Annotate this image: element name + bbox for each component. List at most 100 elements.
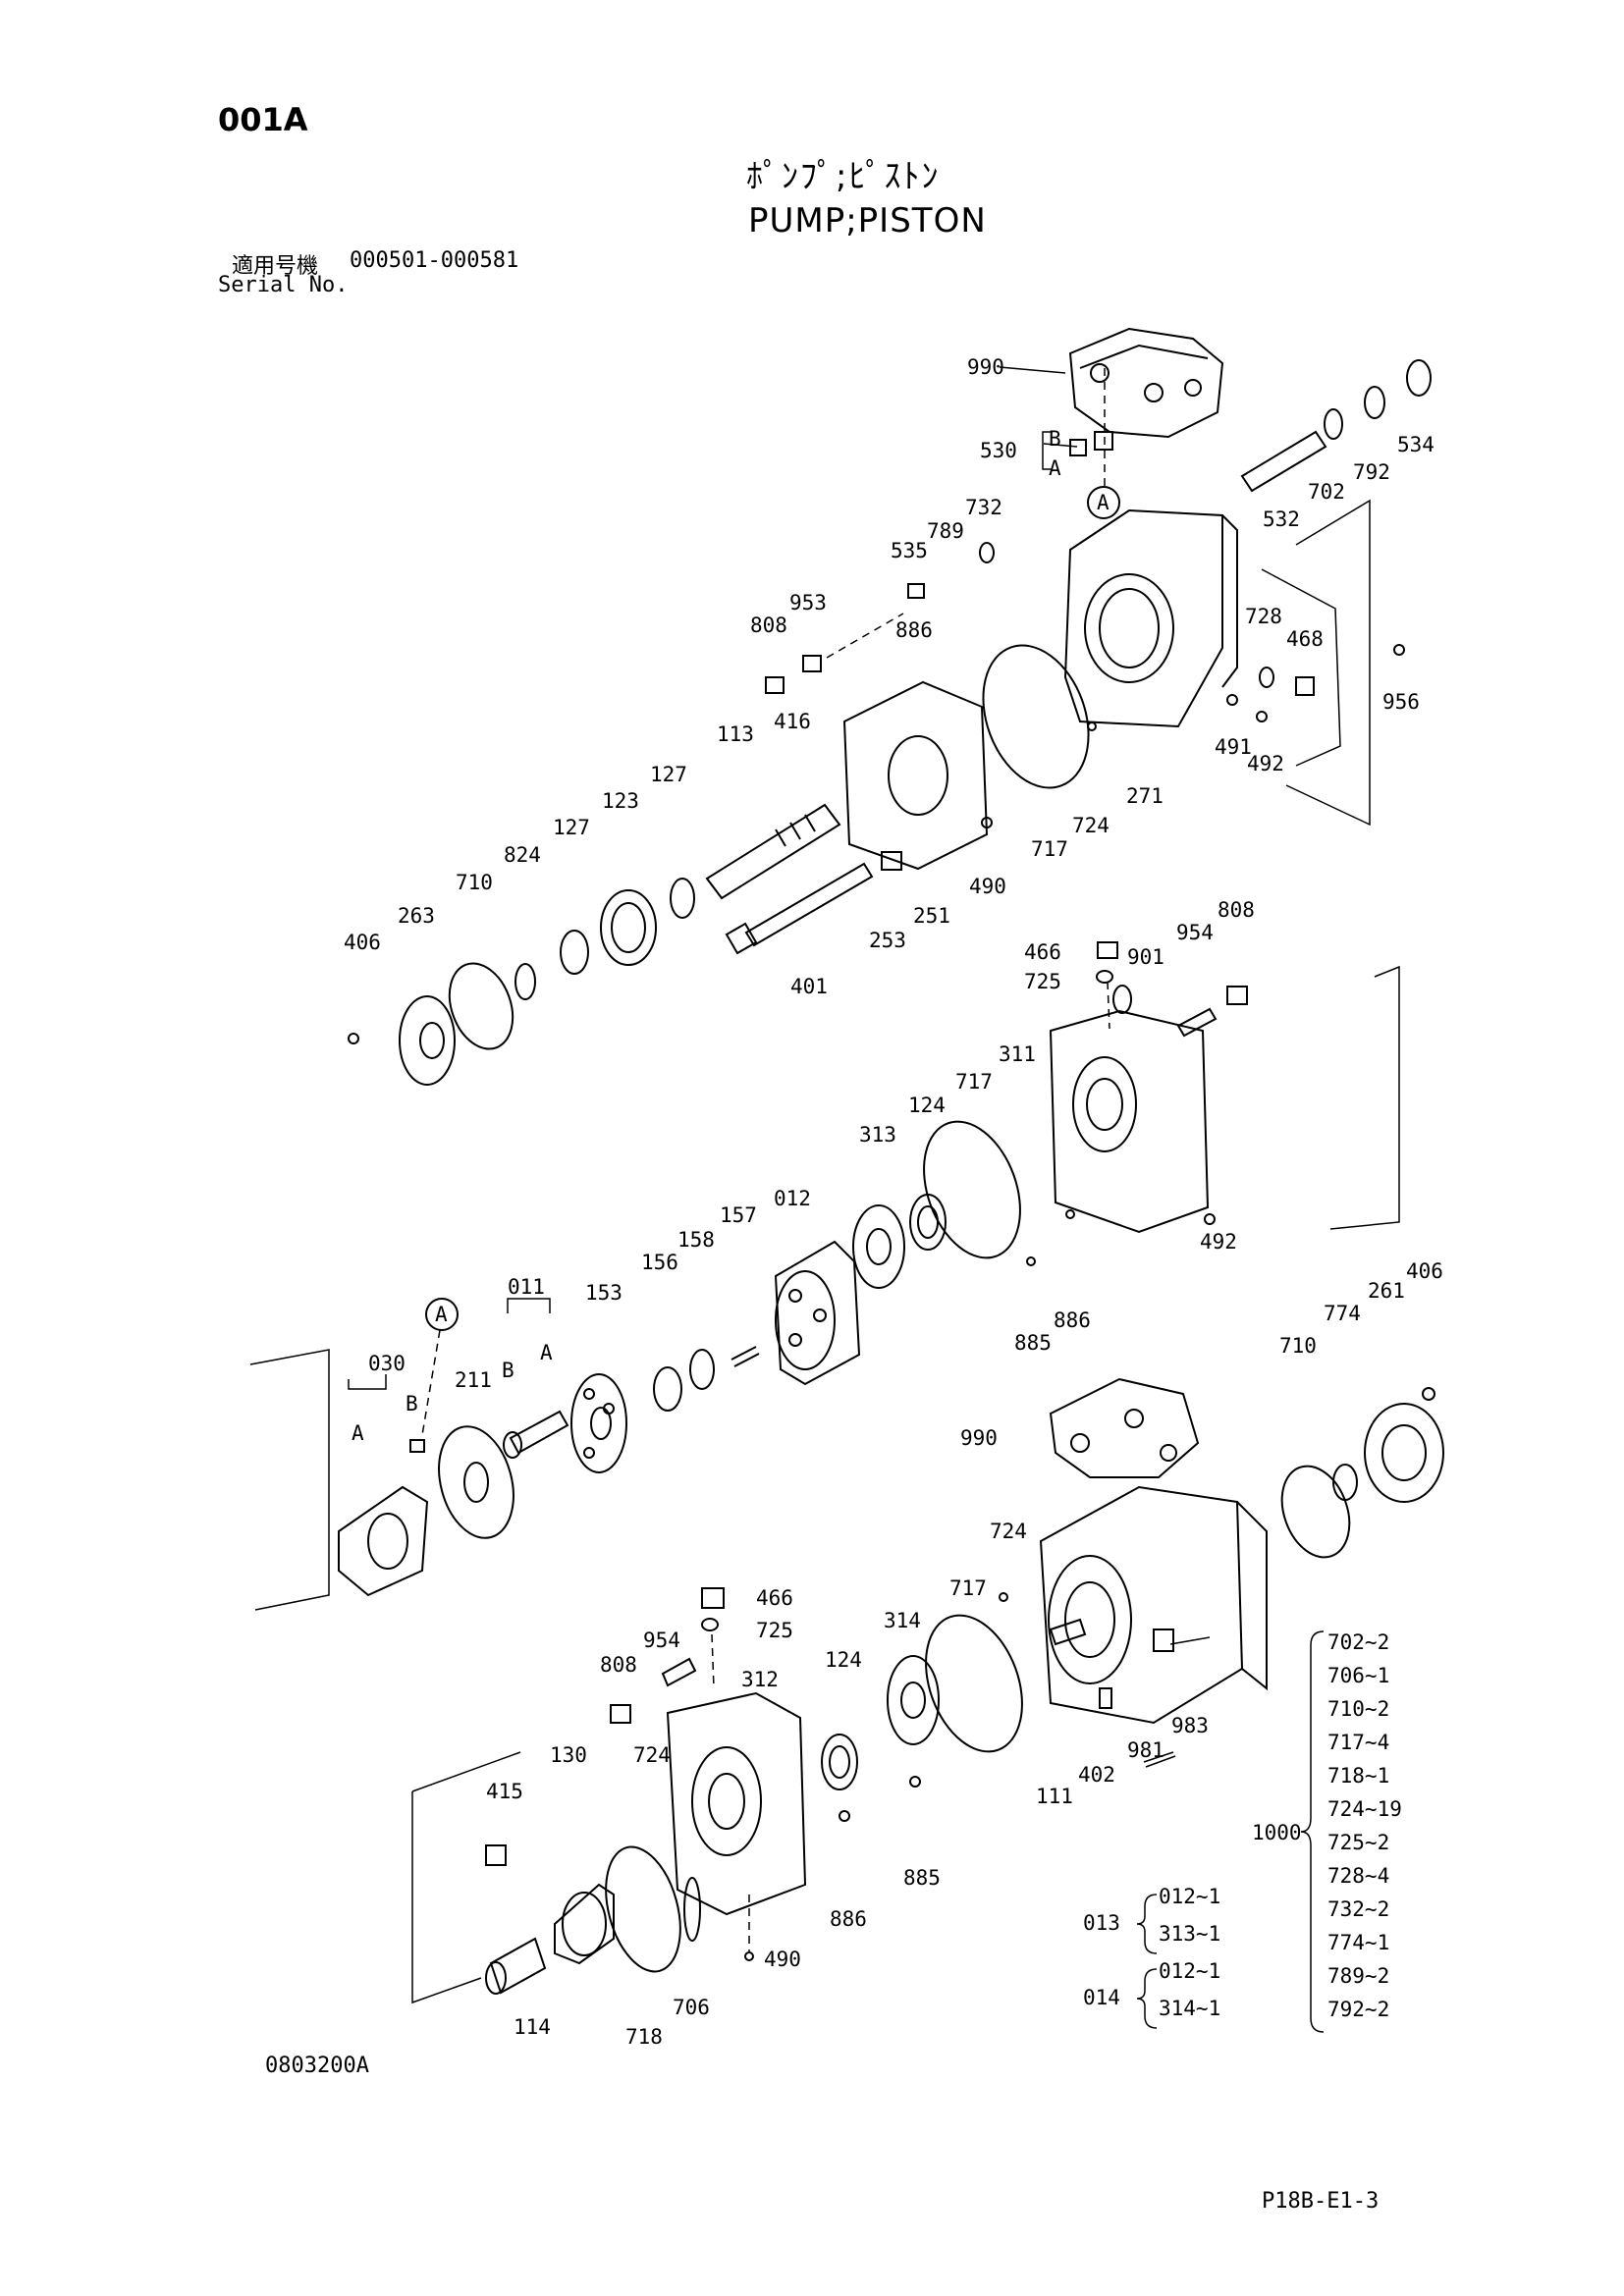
- cylinder-block-012: [774, 1240, 861, 1386]
- callout-label: 885: [1014, 1331, 1052, 1355]
- bearing-124-middle: [909, 1194, 947, 1251]
- callout-label: A: [1049, 456, 1061, 480]
- callout-label: 732: [965, 496, 1002, 519]
- kit-item: 314~1: [1159, 1997, 1220, 2020]
- callouts-middle: 466 725 901 954 808 311 717 124 313 012 …: [352, 898, 1255, 1445]
- kit-item: 718~1: [1327, 1764, 1389, 1788]
- kit-item: 706~1: [1327, 1664, 1389, 1687]
- rings-127-824: [514, 878, 695, 1000]
- callout-label: 710: [1279, 1334, 1317, 1358]
- callout-label: B: [1049, 427, 1061, 451]
- callout-label: 808: [600, 1653, 637, 1677]
- kit-item: 725~2: [1327, 1831, 1389, 1854]
- callout-label: 885: [903, 1866, 941, 1890]
- callout-label: 718: [625, 2025, 663, 2049]
- cover-263: [399, 995, 456, 1086]
- seals-706-718: [605, 1845, 701, 1973]
- kit-013: 013 012~1 313~1: [1083, 1885, 1220, 1954]
- callout-label: 158: [677, 1228, 715, 1252]
- callout-label: 271: [1126, 784, 1164, 808]
- callout-label: 901: [1127, 945, 1164, 969]
- callout-label: 156: [641, 1251, 678, 1274]
- kit-item: 702~2: [1327, 1630, 1389, 1654]
- callout-label: 808: [1218, 898, 1255, 922]
- oring-717-top: [982, 644, 1090, 789]
- small-parts-lower: [485, 1387, 1435, 1961]
- valve-block-312: [666, 1691, 807, 1916]
- callout-label: 124: [908, 1094, 946, 1117]
- callout-label: A: [352, 1421, 364, 1445]
- kit-item: 012~1: [1159, 1885, 1220, 1908]
- regulator-lower: [1049, 1377, 1200, 1478]
- title-japanese: ﾎﾟﾝﾌﾟ;ﾋﾟｽﾄﾝ: [746, 157, 941, 196]
- callout-label: 123: [602, 789, 639, 813]
- callout-label: 706: [673, 1996, 710, 2019]
- drawing-number: 0803200A: [265, 2054, 369, 2078]
- callout-label: A: [1097, 491, 1110, 514]
- callout-label: 113: [717, 722, 754, 746]
- callout-label: 990: [967, 355, 1004, 379]
- callout-label: 990: [960, 1426, 998, 1450]
- callout-label: 415: [486, 1780, 523, 1803]
- gear-130: [554, 1883, 615, 1965]
- callout-label: 312: [741, 1668, 779, 1691]
- callout-label: 253: [869, 929, 906, 952]
- bolt-401: [725, 862, 874, 955]
- callout-label: 954: [643, 1629, 680, 1652]
- callout-label: 724: [990, 1520, 1027, 1543]
- rings-702-792-534: [1324, 359, 1432, 440]
- callout-label: 710: [456, 871, 493, 894]
- title-english: PUMP;PISTON: [748, 201, 987, 240]
- pump-housing-top: [1063, 508, 1238, 728]
- bearing-123: [600, 889, 657, 966]
- callout-label: 416: [774, 710, 811, 733]
- kit-item: 717~4: [1327, 1731, 1389, 1754]
- callout-label: 011: [508, 1275, 545, 1299]
- callout-label: B: [502, 1359, 514, 1382]
- oring-710-lower: [1280, 1465, 1351, 1559]
- callout-label: 717: [955, 1070, 993, 1094]
- oring-717-lower: [925, 1614, 1023, 1753]
- kit-item: 313~1: [1159, 1922, 1220, 1946]
- kit-item: 789~2: [1327, 1964, 1389, 1988]
- callout-label: 956: [1382, 690, 1420, 714]
- callout-label: 808: [750, 614, 787, 637]
- kit-item: 792~2: [1327, 1998, 1389, 2021]
- kit-item: 774~1: [1327, 1931, 1389, 1954]
- callout-label: 535: [891, 539, 928, 562]
- callout-label: 012: [774, 1187, 811, 1210]
- valve-plate-314: [887, 1655, 940, 1745]
- callout-label: 130: [550, 1743, 587, 1767]
- callout-label: 406: [1406, 1259, 1443, 1283]
- rear-cover-251: [842, 680, 989, 871]
- callout-label: 954: [1176, 921, 1214, 944]
- callout-label: 492: [1200, 1230, 1237, 1254]
- small-parts-top: [348, 431, 1405, 1044]
- retainer-plate-153: [570, 1373, 627, 1473]
- callout-label: 153: [585, 1281, 623, 1305]
- callouts-lower: 990 406 261 774 710 724 717 314 124 466 …: [486, 1259, 1443, 2049]
- callout-label: 724: [1072, 814, 1110, 837]
- kit-item: 732~2: [1327, 1897, 1389, 1921]
- valve-block-311: [1049, 1009, 1210, 1234]
- callout-label: 717: [949, 1576, 987, 1600]
- shoe-plate-211: [438, 1425, 514, 1539]
- kit-item: 012~1: [1159, 1959, 1220, 1983]
- callout-label: 491: [1215, 735, 1252, 759]
- swashplate-030: [338, 1439, 429, 1597]
- callout-label: 261: [1368, 1279, 1405, 1303]
- callout-label: 030: [368, 1352, 406, 1375]
- callout-label: 490: [969, 875, 1006, 898]
- callout-label: 114: [514, 2015, 551, 2039]
- callout-label: 717: [1031, 837, 1068, 861]
- callout-circle-A-middle: [425, 1298, 459, 1331]
- regulator-top: [1068, 327, 1224, 439]
- callout-label: 263: [398, 904, 435, 928]
- callout-label: 728: [1245, 605, 1282, 628]
- page-number: P18B-E1-3: [1262, 2189, 1380, 2214]
- callout-label: 251: [913, 904, 950, 928]
- oring-717-middle: [923, 1120, 1021, 1259]
- piston-011: [503, 1410, 569, 1459]
- adjust-screw-532: [1240, 430, 1327, 493]
